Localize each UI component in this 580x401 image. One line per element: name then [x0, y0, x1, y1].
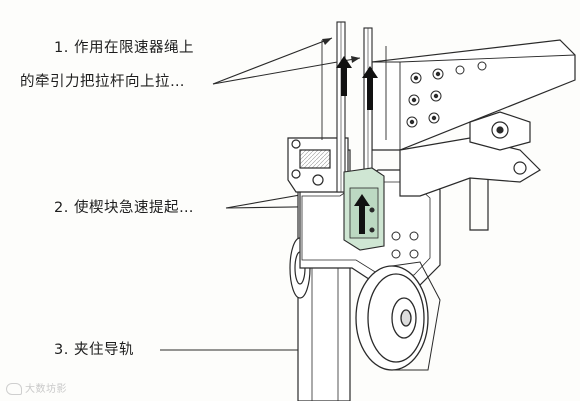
crosshead-beam — [371, 39, 576, 151]
leader-arrowhead-1a — [322, 38, 332, 45]
linkage-arm — [399, 111, 541, 231]
label-step-1-line-1: 1. 作用在限速器绳上 — [54, 40, 194, 56]
leader-lines — [160, 37, 363, 351]
pull-rods — [336, 21, 373, 193]
watermark: 大数坊影 — [6, 380, 67, 395]
arrow-head-right — [362, 66, 378, 78]
arrow-shaft-right — [367, 76, 373, 110]
watermark-text: 大数坊影 — [25, 384, 67, 395]
leader-line-1a — [212, 37, 333, 85]
label-step-2: 2. 使楔块急速提起… — [54, 200, 194, 216]
leader-arrowhead-1b — [351, 56, 360, 63]
frame-bolts — [391, 231, 419, 259]
leader-line-1b — [212, 57, 361, 85]
arrow-shaft-wedge — [359, 204, 365, 234]
arrow-head-wedge — [354, 194, 370, 206]
arrow-head-left — [336, 56, 352, 68]
label-step-1-line-2: 的牵引力把拉杆向上拉… — [20, 74, 185, 90]
label-step-3: 3. 夹住导轨 — [54, 342, 134, 358]
watermark-logo-icon — [6, 383, 22, 395]
arrow-shaft-left — [341, 66, 347, 96]
upward-arrows — [336, 56, 378, 234]
overspeed-pulley — [355, 261, 441, 371]
